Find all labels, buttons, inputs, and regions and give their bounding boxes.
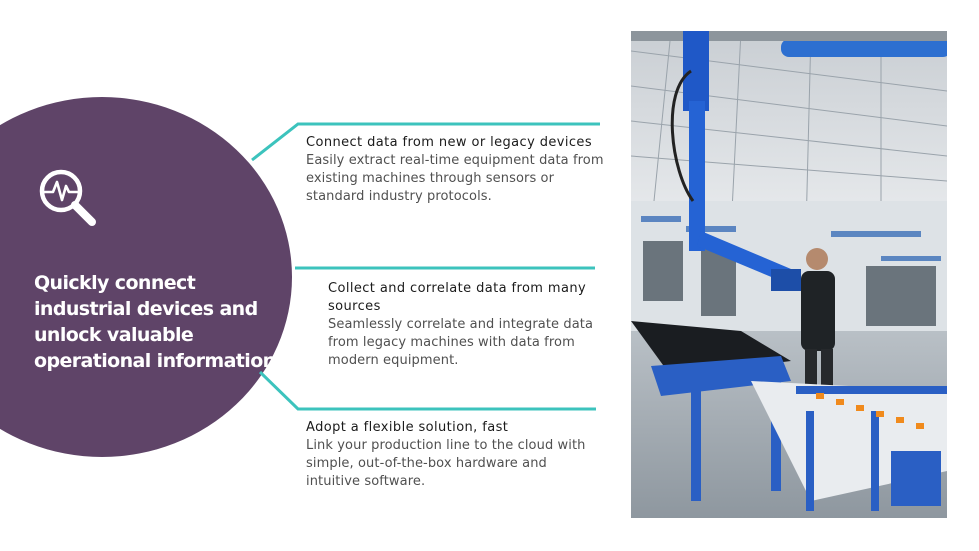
feature-body: Seamlessly correlate and integrate data … — [328, 317, 594, 368]
feature-connect-data: Connect data from new or legacy devices … — [306, 134, 606, 206]
factory-photo — [631, 31, 947, 518]
feature-collect-correlate: Collect and correlate data from many sou… — [328, 280, 600, 370]
feature-flexible-solution: Adopt a flexible solution, fast Link you… — [306, 419, 586, 491]
headline: Quickly connect industrial devices and u… — [34, 272, 276, 372]
search-pulse-icon — [39, 169, 96, 226]
feature-title: Adopt a flexible solution, fast — [306, 420, 509, 435]
feature-title: Collect and correlate data from many sou… — [328, 281, 587, 314]
purple-circle — [0, 97, 292, 457]
feature-body: Easily extract real-time equipment data … — [306, 153, 604, 204]
feature-title: Connect data from new or legacy devices — [306, 135, 592, 150]
feature-body: Link your production line to the cloud w… — [306, 438, 586, 489]
